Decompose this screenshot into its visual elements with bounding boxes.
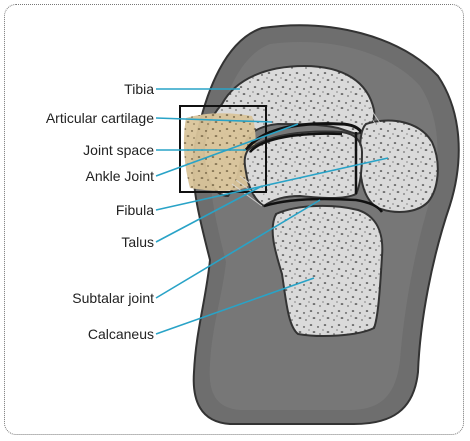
articular-cartilage-label: Articular cartilage [46,110,154,126]
fibula-label: Fibula [116,202,154,218]
tibia-label: Tibia [124,81,154,97]
calcaneus-label: Calcaneus [88,326,154,342]
calcaneus-bone [273,206,383,336]
talus-label: Talus [121,234,154,250]
fibula-bone [360,121,438,212]
subtalar-joint-label: Subtalar joint [72,290,154,306]
ankle-joint-label: Ankle Joint [86,168,155,184]
joint-space-label: Joint space [83,142,154,158]
